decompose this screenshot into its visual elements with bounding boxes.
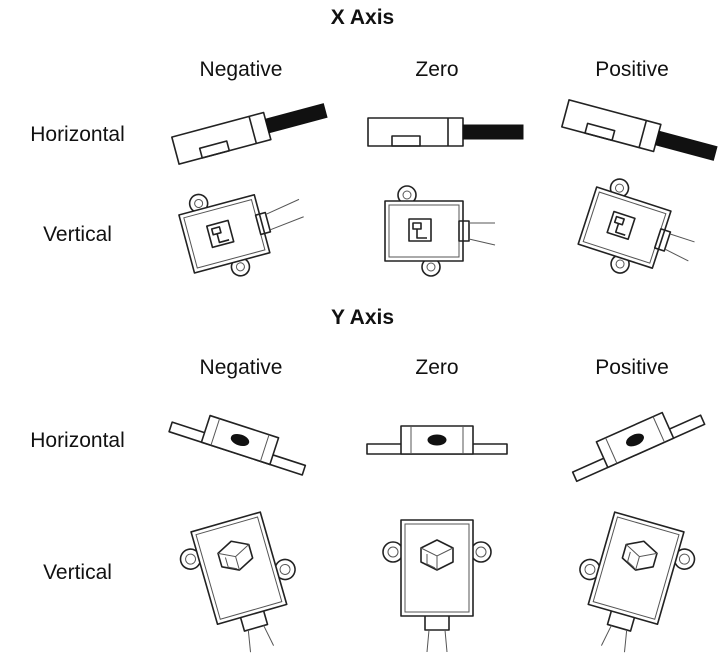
y-row-vertical: Vertical	[43, 561, 112, 584]
x-horizontal-positive-sensor	[561, 99, 718, 161]
y-horizontal-positive-sensor	[571, 411, 706, 483]
x-vertical-negative-sensor	[178, 193, 304, 277]
x-vertical-positive-sensor	[577, 178, 695, 274]
x-axis-title: X Axis	[330, 6, 395, 29]
y-row-horizontal: Horizontal	[30, 429, 125, 452]
x-col-positive: Positive	[595, 58, 669, 81]
y-col-positive: Positive	[595, 356, 669, 379]
x-col-zero: Zero	[415, 58, 459, 81]
y-col-zero: Zero	[415, 356, 459, 379]
y-vertical-positive-sensor	[579, 511, 696, 653]
x-row-vertical: Vertical	[43, 223, 112, 246]
x-vertical-zero-sensor	[384, 185, 496, 277]
x-row-horizontal: Horizontal	[30, 123, 125, 146]
x-horizontal-negative-sensor	[171, 103, 328, 165]
y-horizontal-negative-sensor	[168, 414, 307, 476]
y-col-negative: Negative	[199, 356, 283, 379]
y-axis-title: Y Axis	[330, 306, 395, 329]
y-vertical-negative-sensor	[179, 511, 296, 653]
x-col-negative: Negative	[199, 58, 283, 81]
y-horizontal-zero-sensor	[366, 425, 508, 455]
x-horizontal-zero-sensor	[367, 117, 524, 147]
y-vertical-zero-sensor	[382, 519, 492, 653]
